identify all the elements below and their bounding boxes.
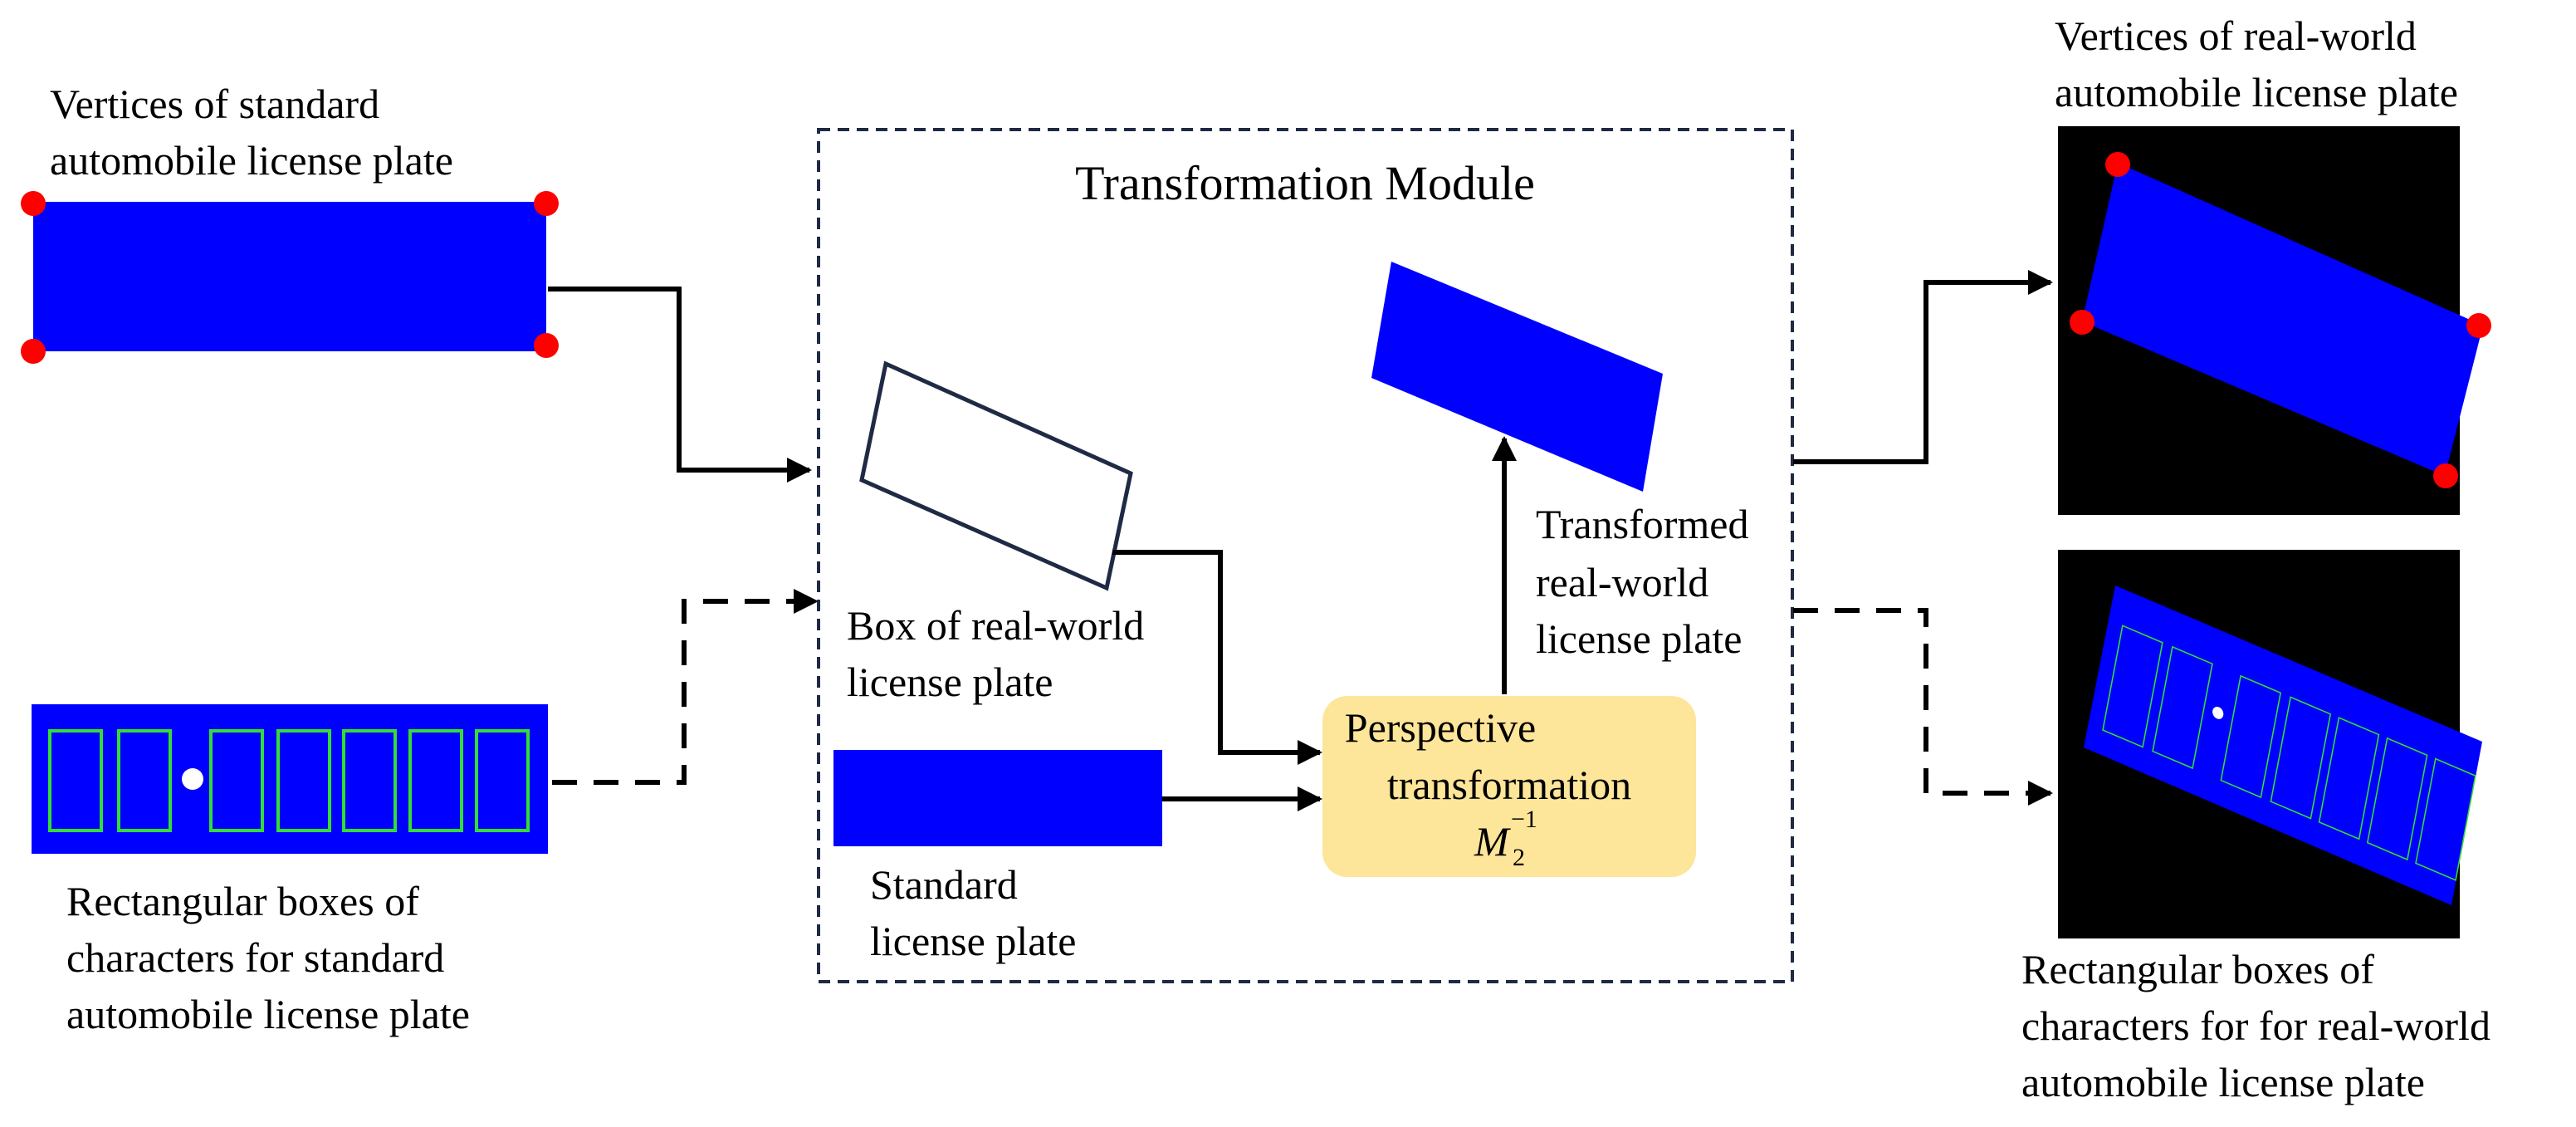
std-char-boxes-label-line1: Rectangular boxes of: [66, 878, 419, 924]
char-box: [2152, 645, 2213, 770]
standard-plate-char-boxes-group: Rectangular boxes of characters for stan…: [32, 704, 548, 1037]
char-box: [475, 729, 530, 832]
real-world-vertices-group: Vertices of real-world automobile licens…: [2055, 12, 2491, 515]
char-box: [2220, 674, 2282, 799]
dashed-arrow-module-to-charboxes: [1793, 608, 2053, 806]
char-box: [2102, 625, 2163, 748]
transformation-module: Transformation Module Box of real-world …: [817, 128, 1794, 983]
real-world-char-plate: [2084, 586, 2482, 905]
standard-plate: [33, 202, 546, 351]
rw-vertices-label-line1: Vertices of real-world: [2055, 12, 2417, 59]
standard-plate-vertices-group: Vertices of standard automobile license …: [21, 81, 559, 364]
dashed-arrow-charboxes-to-module: [552, 589, 819, 785]
rw-char-boxes-label-line1: Rectangular boxes of: [2021, 946, 2374, 992]
vertex-top-right: [534, 191, 559, 216]
char-box: [117, 729, 172, 832]
standard-plate-label-line2: license plate: [870, 918, 1077, 964]
real-world-plate: [2082, 163, 2483, 476]
module-border: [817, 128, 1794, 983]
std-char-boxes-label-line3: automobile license plate: [66, 991, 470, 1037]
char-box: [209, 729, 264, 832]
char-box: [408, 729, 463, 832]
vertex-bottom-right: [534, 333, 559, 358]
char-box: [342, 729, 397, 832]
transformed-label-line1: Transformed: [1536, 501, 1748, 547]
module-title: Transformation Module: [1075, 156, 1535, 210]
std-vertices-label-line1: Vertices of standard: [50, 81, 379, 127]
char-box: [276, 729, 331, 832]
transformed-label-line3: license plate: [1536, 615, 1743, 662]
std-vertices-label-line2: automobile license plate: [50, 137, 453, 184]
real-world-plate-box: [859, 360, 1133, 591]
vertex-top-left: [21, 191, 46, 216]
rw-char-boxes-label-line2: characters for for real-world: [2021, 1002, 2490, 1049]
char-box: [2318, 717, 2380, 840]
char-boxes: [48, 729, 530, 832]
rw-vertex-right: [2466, 313, 2491, 338]
matrix-subscript: 2: [1513, 844, 1525, 871]
box-real-world-label-line1: Box of real-world: [847, 602, 1144, 649]
rw-vertex-top-left: [2105, 152, 2130, 177]
arrow-vertices-to-module: [548, 287, 812, 483]
box-real-world-label-line2: license plate: [847, 659, 1053, 705]
rw-char-boxes-label-line3: automobile license plate: [2021, 1059, 2425, 1105]
std-char-boxes-label-line2: characters for standard: [66, 934, 444, 981]
char-box: [2270, 696, 2332, 820]
arrow-module-to-vertices: [1793, 270, 2053, 464]
matrix-superscript: −1: [1511, 806, 1537, 833]
arrow-box-to-perspective: [1112, 550, 1322, 765]
transformed-label-line2: real-world: [1536, 559, 1708, 605]
rw-vertex-bottom-right: [2433, 463, 2458, 488]
vertex-bottom-left: [21, 339, 46, 364]
char-box: [2366, 737, 2428, 861]
warped-char-boxes: [2102, 625, 2476, 881]
rw-vertices-label-line2: automobile license plate: [2055, 69, 2458, 115]
matrix-symbol: M: [1474, 818, 1511, 865]
rw-vertex-left: [2070, 310, 2095, 335]
standard-plate-label-line1: Standard: [870, 861, 1018, 908]
perspective-transformation-box: [1322, 696, 1696, 877]
real-world-char-boxes-group: Rectangular boxes of characters for for …: [2021, 550, 2490, 1105]
char-boxes: [2102, 625, 2476, 881]
perspective-label-line1: Perspective: [1345, 704, 1536, 751]
transformed-plate: [1371, 262, 1663, 492]
perspective-label-line2: transformation: [1387, 762, 1631, 808]
char-box: [48, 729, 103, 832]
rw-separator-dot: [2212, 707, 2224, 719]
module-standard-plate: [833, 750, 1162, 846]
char-box: [2415, 757, 2476, 881]
separator-dot: [182, 768, 203, 790]
